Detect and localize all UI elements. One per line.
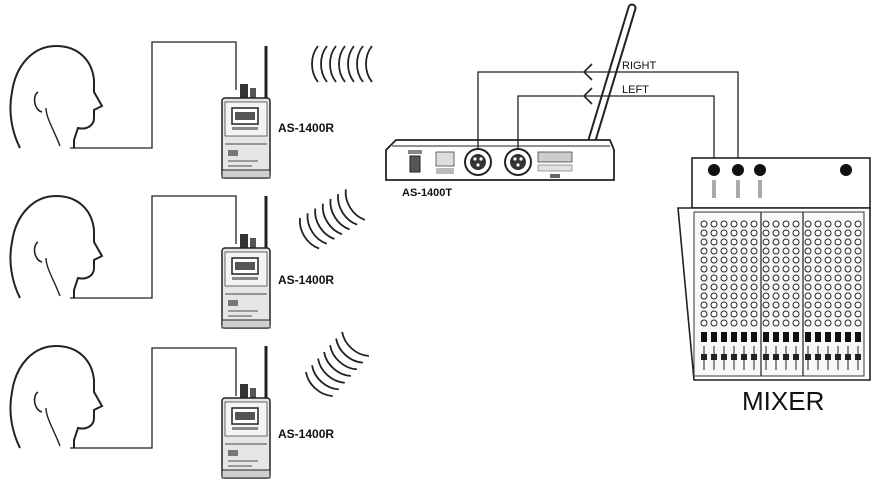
mixer-back-panel bbox=[691, 157, 871, 209]
receiver-3: AS-1400R bbox=[220, 344, 334, 480]
radio-waves-icon bbox=[301, 330, 370, 402]
mixer: MIXER bbox=[677, 157, 871, 416]
receiver-label: AS-1400R bbox=[278, 273, 334, 287]
transmitter: AS-1400T bbox=[385, 3, 637, 199]
receiver-1: AS-1400R bbox=[220, 44, 334, 180]
xlr-input-icon bbox=[504, 148, 532, 176]
left-channel-cable: LEFT bbox=[517, 84, 715, 160]
earphone-cable bbox=[70, 195, 237, 299]
radio-waves-icon bbox=[311, 45, 373, 83]
bodypack-receiver-icon bbox=[220, 194, 272, 330]
radio-waves-icon bbox=[294, 188, 366, 253]
earphone-cable bbox=[70, 41, 237, 149]
transmitter-label: AS-1400T bbox=[402, 187, 452, 199]
listener-1 bbox=[9, 41, 237, 149]
arrow-left-icon bbox=[582, 63, 593, 81]
power-jack-icon bbox=[840, 164, 852, 176]
mixer-label: MIXER bbox=[742, 386, 824, 416]
listener-3 bbox=[9, 345, 237, 449]
receiver-label: AS-1400R bbox=[278, 427, 334, 441]
xlr-input-icon bbox=[464, 148, 492, 176]
output-jack-icon bbox=[732, 164, 744, 198]
receiver-label: AS-1400R bbox=[278, 121, 334, 135]
earphone-cable bbox=[70, 347, 237, 449]
listener-2 bbox=[9, 195, 237, 299]
output-jack-icon bbox=[708, 164, 720, 198]
right-channel-label: RIGHT bbox=[622, 60, 657, 72]
bodypack-receiver-icon bbox=[220, 344, 272, 480]
receiver-2: AS-1400R bbox=[220, 194, 334, 330]
listener-head-icon bbox=[9, 45, 104, 149]
bodypack-receiver-icon bbox=[220, 44, 272, 180]
left-channel-label: LEFT bbox=[622, 84, 649, 96]
listener-head-icon bbox=[9, 345, 104, 449]
right-channel-cable: RIGHT bbox=[477, 60, 739, 160]
arrow-left-icon bbox=[582, 87, 593, 105]
output-jack-icon bbox=[754, 164, 766, 198]
listener-head-icon bbox=[9, 195, 104, 299]
